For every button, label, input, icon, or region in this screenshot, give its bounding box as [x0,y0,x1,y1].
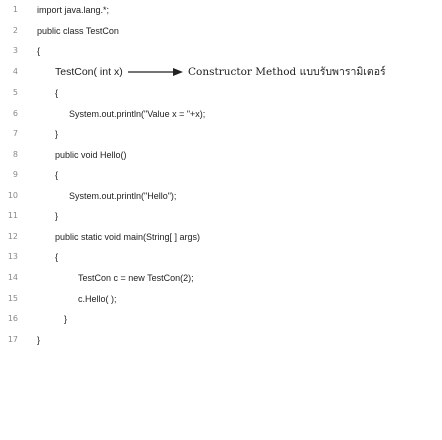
code-text: public void Hello() [55,150,127,160]
code-line: 4 TestCon( int x) Constructor Method แบบ… [0,62,442,82]
code-text: c.Hello( ); [78,294,117,304]
code-text: } [55,211,59,221]
code-line: 11 } [0,206,442,226]
line-number: 11 [7,211,18,220]
line-number: 8 [12,150,18,159]
code-text: { [55,88,59,98]
right-arrow-icon [128,68,183,76]
code-text: } [37,335,41,345]
code-text: } [64,314,68,324]
code-line: 13 { [0,247,442,267]
code-line: 12 public static void main(String[ ] arg… [0,227,442,247]
code-line: 3 { [0,41,442,61]
code-line: 7 } [0,124,442,144]
line-number-gutter [0,0,24,440]
code-text: TestCon c = new TestCon(2); [78,273,194,283]
line-number: 3 [12,46,18,55]
code-line: 14 TestCon c = new TestCon(2); [0,268,442,288]
code-line: 1 import java.lang.*; [0,0,442,20]
code-text: } [55,129,59,139]
code-text: import java.lang.*; [37,5,110,15]
code-text: System.out.println("Hello"); [69,191,177,201]
code-line: 15 c.Hello( ); [0,289,442,309]
line-number: 14 [7,273,18,282]
line-number: 4 [12,67,18,76]
code-line: 9 { [0,165,442,185]
code-line: 2 public class TestCon [0,21,442,41]
code-text: System.out.println("Value x = "+x); [69,109,206,119]
code-text: { [55,170,59,180]
line-number: 9 [12,170,18,179]
code-text: public static void main(String[ ] args) [55,232,201,242]
code-line: 5 { [0,83,442,103]
line-number: 10 [7,191,18,200]
line-number: 1 [12,5,18,14]
code-text: TestCon( int x) [55,66,123,78]
code-line: 17 } [0,330,442,350]
line-number: 15 [7,294,18,303]
line-number: 17 [7,335,18,344]
code-line: 16 } [0,309,442,329]
code-line: 6 System.out.println("Value x = "+x); [0,104,442,124]
line-number: 12 [7,232,18,241]
line-number: 7 [12,129,18,138]
code-line: 10 System.out.println("Hello"); [0,186,442,206]
line-number: 2 [12,26,18,35]
code-line: 8 public void Hello() [0,145,442,165]
code-text: { [37,46,41,56]
line-number: 13 [7,252,18,261]
line-number: 6 [12,109,18,118]
line-number: 16 [7,314,18,323]
code-text: { [55,252,59,262]
code-text: public class TestCon [37,26,119,36]
line-number: 5 [12,88,18,97]
annotation-text: Constructor Method แบบรับพารามิเตอร์ [188,66,386,78]
